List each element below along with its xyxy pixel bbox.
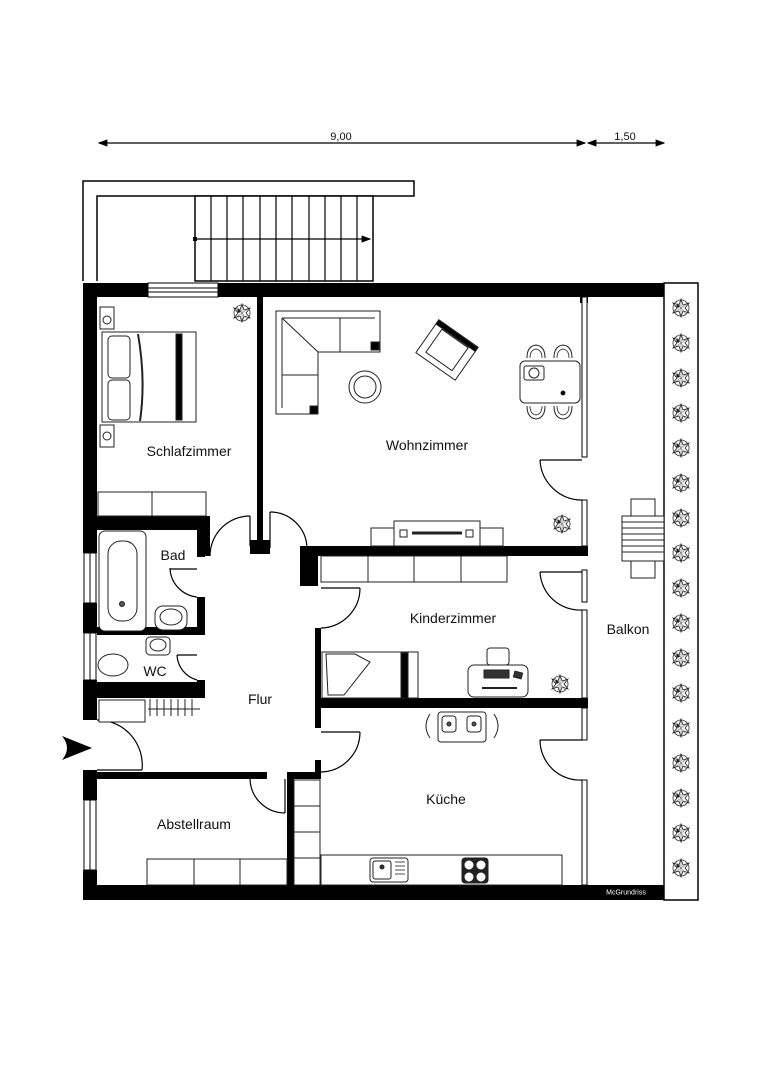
bad-wc-furniture [97, 530, 200, 723]
room-label-abstellraum: Abstellraum [157, 816, 231, 832]
wohnzimmer-furniture [275, 310, 581, 547]
room-label-schlafzimmer: Schlafzimmer [146, 443, 232, 459]
kueche-furniture [146, 711, 563, 886]
kinderzimmer-furniture [320, 555, 529, 699]
dimension-balcony-width: 1,50 [614, 131, 636, 143]
room-label-kinderzimmer: Kinderzimmer [409, 610, 497, 626]
balkon-furniture [621, 498, 665, 579]
staircase [82, 180, 415, 282]
schlafzimmer-furniture [97, 306, 207, 517]
walls [83, 282, 664, 900]
entrance-arrow-icon [62, 736, 92, 760]
room-label-balkon: Balkon [606, 621, 650, 637]
balcony-door-walls [581, 296, 588, 886]
room-label-kueche: Küche [426, 791, 466, 807]
room-label-bad: Bad [160, 547, 186, 563]
room-label-flur: Flur [247, 691, 273, 707]
dimension-main-width: 9,00 [330, 131, 352, 143]
room-label-wohnzimmer: Wohnzimmer [385, 437, 469, 453]
credit-label: McGrundriss [606, 889, 646, 897]
room-label-wc: WC [143, 663, 167, 679]
